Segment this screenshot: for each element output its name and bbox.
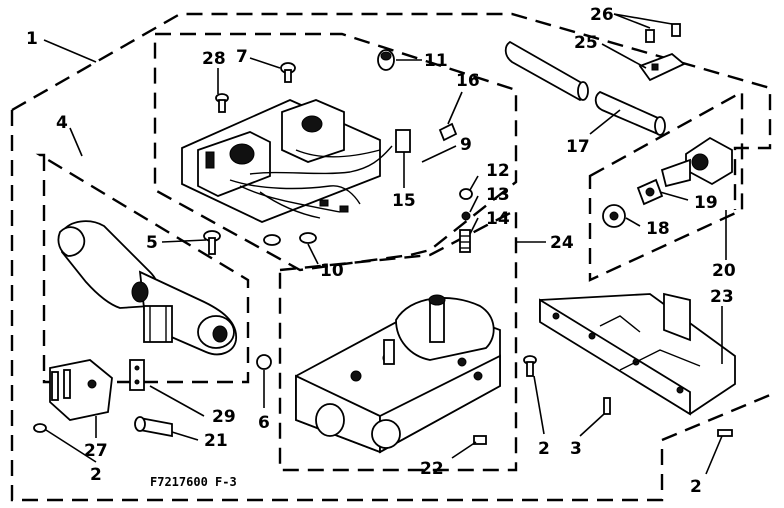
- callout-25: 25: [574, 33, 598, 53]
- callout-28: 28: [202, 49, 226, 69]
- outline-assembly-1: [11, 12, 772, 210]
- screw-part-2c: [717, 429, 733, 437]
- washer-part-18: [602, 204, 626, 228]
- outline-assembly-9: [153, 32, 518, 272]
- burner-assembly-part: [57, 220, 237, 356]
- clip-part-16: [438, 122, 458, 142]
- screw-part-3: [603, 397, 611, 415]
- callout-27: 27: [84, 441, 108, 461]
- callout-14: 14: [486, 209, 510, 229]
- screw-part-2b: [523, 355, 537, 377]
- tube-part-17: [504, 40, 666, 136]
- callout-2c: 2: [690, 477, 702, 497]
- outline-assembly-4: [35, 153, 250, 384]
- screw-part-28: [215, 93, 229, 113]
- callout-15: 15: [392, 191, 416, 211]
- screw-part-26: [645, 23, 681, 43]
- callout-5: 5: [146, 233, 158, 253]
- callout-16: 16: [456, 71, 480, 91]
- bracket-part-27: [49, 359, 113, 421]
- callout-9: 9: [460, 135, 472, 155]
- nut-part-6: [256, 354, 272, 370]
- pin-part-21: [134, 416, 173, 438]
- valve-body-part: [295, 294, 501, 454]
- solenoid-wiring-part: [181, 99, 411, 223]
- screw-part-5: [203, 230, 221, 255]
- callout-23: 23: [710, 287, 734, 307]
- callout-13: 13: [486, 185, 510, 205]
- mounting-bracket-part: [539, 292, 736, 416]
- washers-part-10: [263, 232, 317, 246]
- callout-7: 7: [236, 47, 248, 67]
- callout-12: 12: [486, 161, 510, 181]
- callout-11: 11: [424, 51, 448, 71]
- callout-18: 18: [646, 219, 670, 239]
- callout-labels: 1 4 28 7 11 26 25 16 9 15 12 13 14 24 17…: [26, 5, 736, 497]
- callout-19: 19: [694, 193, 718, 213]
- spring-part-14: [459, 229, 471, 253]
- orifice-part-19: [636, 178, 664, 206]
- callout-4: 4: [56, 113, 68, 133]
- clip-part-25: [638, 52, 686, 82]
- outline-assembly-1-lower: [10, 110, 771, 502]
- ball-part-13: [461, 211, 471, 221]
- callout-26: 26: [590, 5, 614, 25]
- igniter-assembly-part: [660, 136, 733, 188]
- callout-17: 17: [566, 137, 590, 157]
- outline-assembly-20: [588, 89, 744, 282]
- callout-6: 6: [258, 413, 270, 433]
- callout-3: 3: [570, 439, 582, 459]
- plate-part-29: [129, 359, 145, 391]
- screw-part-2a: [33, 423, 47, 433]
- callout-10: 10: [320, 261, 344, 281]
- callout-22: 22: [420, 459, 444, 479]
- cap-part-11: [377, 49, 395, 71]
- callout-2a: 2: [90, 465, 102, 485]
- screw-part-7: [280, 62, 296, 83]
- callout-1: 1: [26, 29, 38, 49]
- screw-part-22: [473, 435, 487, 445]
- leader-lines: [43, 13, 727, 475]
- reference-code: F7217600 F-3: [150, 475, 237, 489]
- callout-29: 29: [212, 407, 236, 427]
- outline-assembly-24: [278, 208, 518, 472]
- washer-part-12: [459, 188, 473, 200]
- callout-24: 24: [550, 233, 574, 253]
- callout-21: 21: [204, 431, 228, 451]
- callout-2b: 2: [538, 439, 550, 459]
- callout-20: 20: [712, 261, 736, 281]
